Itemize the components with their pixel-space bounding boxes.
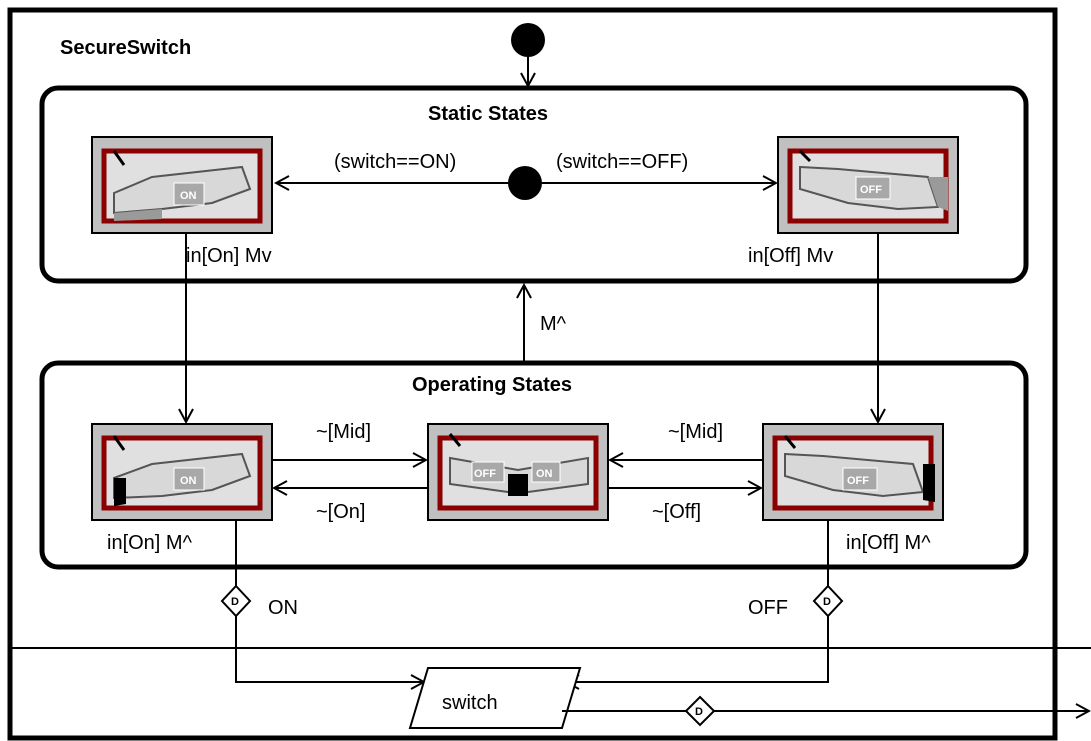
diagram-title: SecureSwitch	[60, 37, 191, 59]
static-off-switch-image: OFF	[777, 136, 959, 234]
svg-text:OFF: OFF	[860, 184, 882, 196]
transition-mid-to-on-label: ~[On]	[316, 501, 365, 523]
static-off-label: in[Off] Mv	[748, 245, 833, 267]
svg-text:OFF: OFF	[847, 475, 869, 487]
output-off-label: OFF	[748, 597, 788, 619]
decision-marker-output-text: D	[695, 706, 703, 718]
guard-switch-off: (switch==OFF)	[556, 151, 688, 173]
svg-text:OFF: OFF	[474, 468, 496, 480]
transition-m-up-label: M^	[540, 313, 567, 335]
decision-marker-on	[220, 584, 252, 618]
decision-marker-off-text: D	[823, 596, 831, 608]
guard-switch-on: (switch==ON)	[334, 151, 456, 173]
switch-data-node	[408, 667, 582, 729]
static-states-title: Static States	[428, 103, 548, 125]
static-on-label: in[On] Mv	[186, 245, 272, 267]
static-states-group	[39, 85, 1029, 284]
switch-data-node-label: switch	[442, 692, 498, 714]
decision-marker-off	[812, 584, 844, 618]
decision-marker-on-text: D	[231, 596, 239, 608]
choice-node-static	[508, 166, 542, 200]
operating-off-switch-image: OFF	[762, 423, 944, 521]
svg-text:ON: ON	[180, 475, 197, 487]
svg-text:ON: ON	[180, 190, 197, 202]
flow-operating-on-to-switch	[235, 520, 424, 682]
operating-on-switch-image: ON	[91, 423, 273, 521]
transition-off-to-mid-label: ~[Mid]	[668, 421, 723, 443]
operating-off-label: in[Off] M^	[846, 532, 931, 554]
operating-mid-switch-image: OFF ON	[427, 423, 609, 521]
transition-mid-to-off-label: ~[Off]	[652, 501, 701, 523]
operating-states-title: Operating States	[412, 374, 572, 396]
decision-marker-output	[684, 695, 716, 727]
operating-states-group	[39, 360, 1029, 570]
initial-node-top	[511, 23, 545, 57]
svg-text:ON: ON	[536, 468, 553, 480]
operating-on-label: in[On] M^	[107, 532, 193, 554]
outer-frame	[7, 7, 1058, 741]
flow-operating-off-to-switch	[566, 520, 829, 682]
transition-on-to-mid-label: ~[Mid]	[316, 421, 371, 443]
static-on-switch-image: ON	[91, 136, 273, 234]
output-on-label: ON	[268, 597, 298, 619]
